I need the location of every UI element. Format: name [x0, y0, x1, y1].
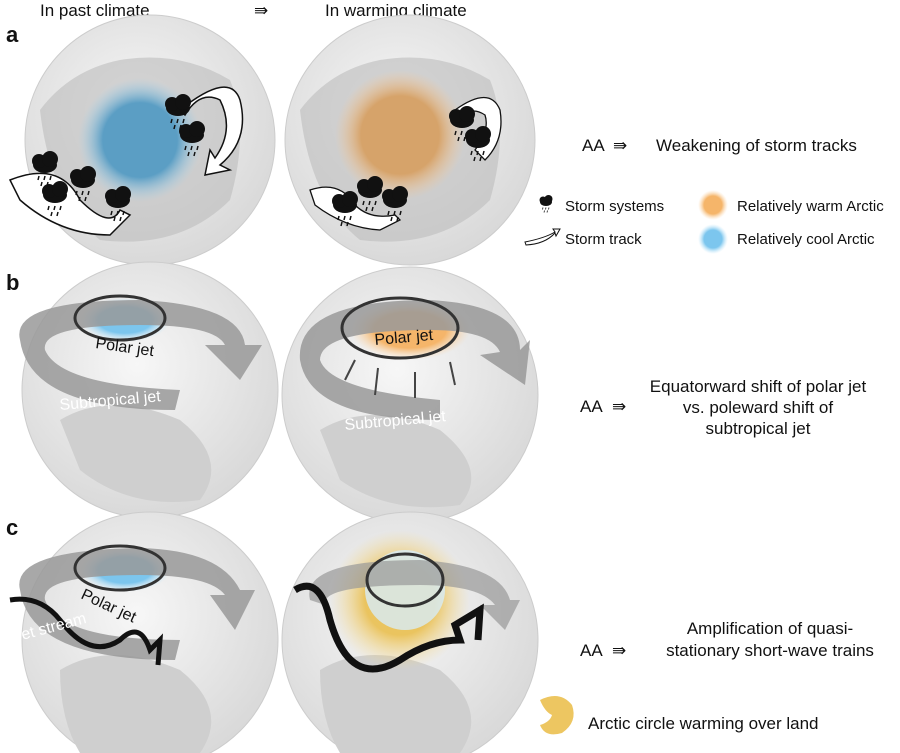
warm-arctic-swatch — [698, 190, 728, 220]
svg-text:AA: AA — [580, 397, 603, 416]
svg-text:⇛: ⇛ — [613, 136, 627, 155]
svg-text:Storm track: Storm track — [565, 231, 642, 248]
polar-jet-arrow — [340, 296, 460, 360]
svg-text:AA: AA — [582, 136, 605, 155]
land-warming-icon — [540, 696, 574, 735]
jet-stream-wave — [293, 582, 484, 673]
panel-label-c: c — [6, 515, 18, 540]
globe-b-past: Polar jet Subtropical jet — [19, 261, 279, 519]
svg-text:Polar jet: Polar jet — [374, 327, 435, 349]
storm-cloud-icon — [539, 194, 553, 213]
svg-text:vs. poleward shift of: vs. poleward shift of — [683, 398, 834, 417]
subtropical-jet-arrow — [299, 300, 530, 420]
statement-a: AA ⇛ Weakening of storm tracks — [582, 136, 857, 155]
svg-text:AA: AA — [580, 641, 603, 660]
globe-c-past: Polar jet Jet stream — [9, 511, 279, 753]
polar-jet-arrow — [365, 552, 445, 608]
polar-jet-arrow — [73, 294, 167, 342]
legend-c: Arctic circle warming over land — [540, 696, 819, 735]
legend-a: Storm systems Storm track Relatively war… — [524, 190, 884, 254]
panel-label-b: b — [6, 270, 19, 295]
svg-text:Weakening of storm tracks: Weakening of storm tracks — [656, 136, 857, 155]
svg-text:subtropical jet: subtropical jet — [706, 419, 811, 438]
globe-b-warming: Polar jet Subtropical jet — [281, 266, 539, 524]
svg-text:stationary short-wave trains: stationary short-wave trains — [666, 641, 874, 660]
header-past-climate: In past climate — [40, 1, 150, 20]
svg-text:Equatorward shift of polar jet: Equatorward shift of polar jet — [650, 377, 867, 396]
warm-arctic-area — [335, 70, 465, 200]
cool-arctic-swatch — [698, 224, 728, 254]
globe-a-past — [8, 14, 276, 266]
statement-c: AA ⇛ Amplification of quasi- stationary … — [580, 619, 874, 660]
header-warming-climate: In warming climate — [325, 1, 467, 20]
panel-label-a: a — [6, 22, 19, 47]
shift-arrows — [344, 359, 456, 398]
svg-text:Arctic circle warming over lan: Arctic circle warming over land — [588, 714, 819, 733]
jet-stream-wave — [9, 596, 164, 666]
storm-track-arrow-icon — [8, 172, 132, 236]
svg-text:Relatively warm Arctic: Relatively warm Arctic — [737, 198, 884, 215]
polar-jet-arrow — [73, 544, 167, 592]
svg-text:⇛: ⇛ — [612, 397, 626, 416]
header-arrow: ⇛ — [254, 1, 268, 20]
svg-text:Amplification of quasi-: Amplification of quasi- — [687, 619, 853, 638]
svg-text:⇛: ⇛ — [612, 641, 626, 660]
svg-text:Storm systems: Storm systems — [565, 198, 664, 215]
svg-text:Relatively cool Arctic: Relatively cool Arctic — [737, 231, 875, 248]
globe-c-warming — [281, 511, 539, 753]
storm-track-arrow-icon — [178, 86, 244, 176]
statement-b: AA ⇛ Equatorward shift of polar jet vs. … — [580, 377, 866, 438]
globe-a-warming — [284, 14, 536, 266]
storm-track-arrow-icon — [524, 228, 561, 246]
